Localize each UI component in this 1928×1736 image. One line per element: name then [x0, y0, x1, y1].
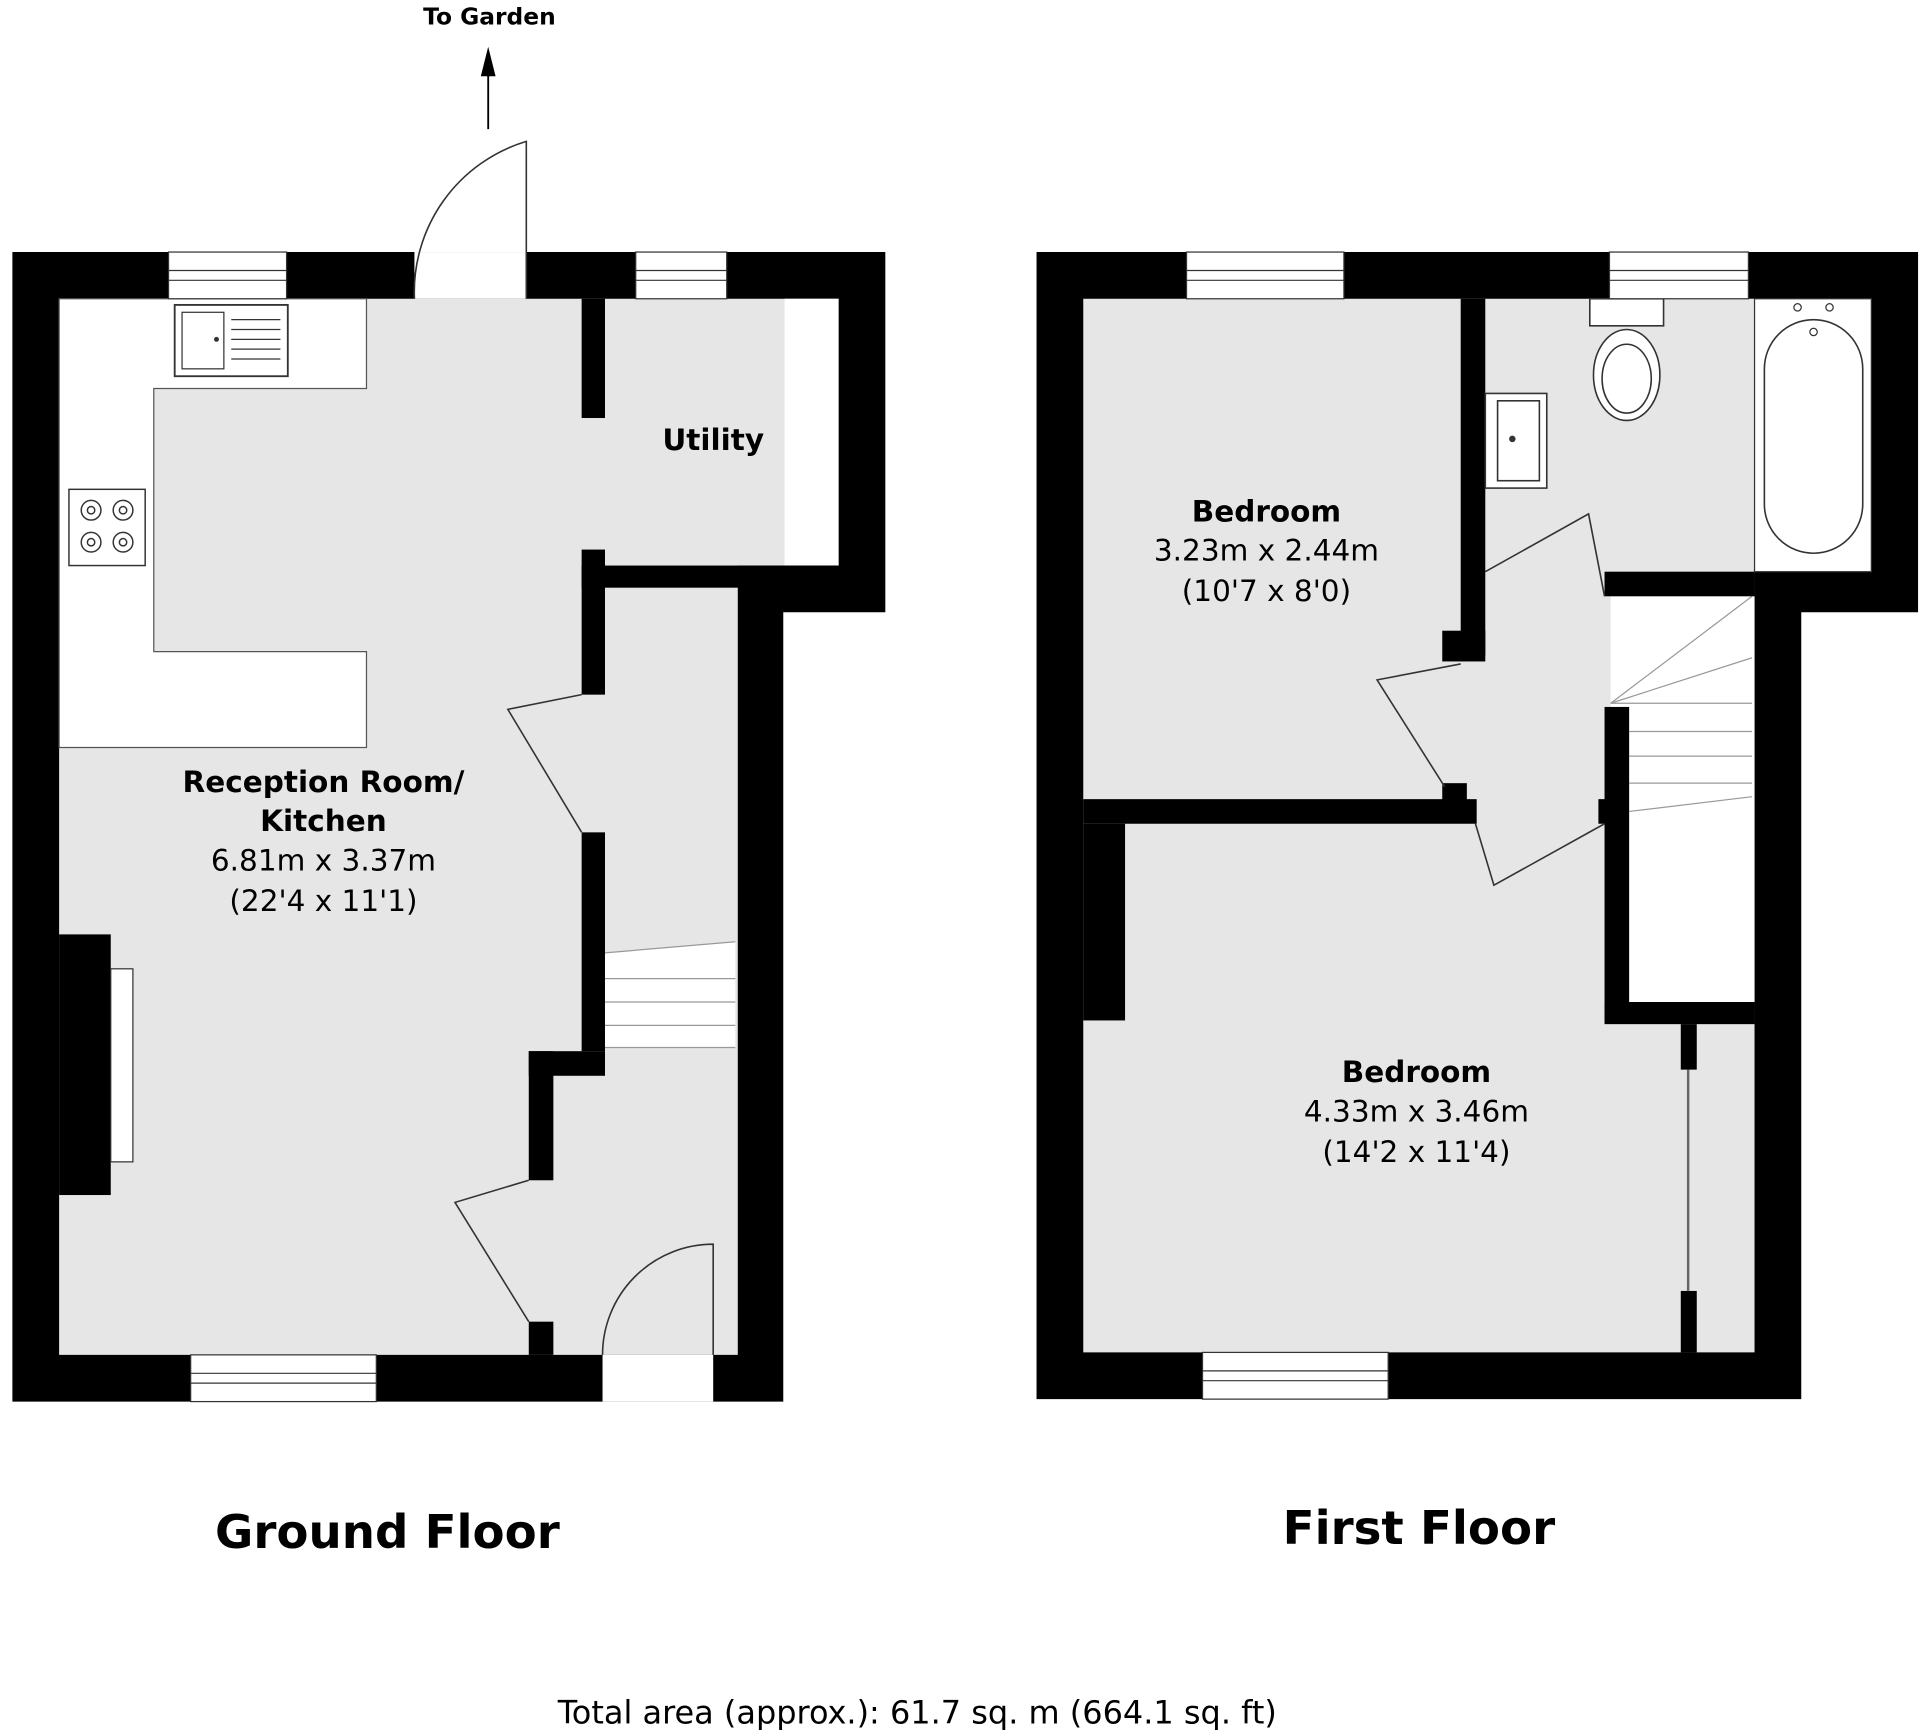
ground-floor-title: Ground Floor [215, 1506, 560, 1560]
stairs [604, 941, 736, 1049]
room-label-kitchen: Kitchen [260, 804, 387, 838]
ground-floor-area [59, 298, 839, 1355]
fireplace-hearth [110, 968, 134, 1163]
room-label-utility: Utility [662, 423, 764, 457]
back-door-opening [414, 252, 527, 299]
front-door-opening [602, 1354, 714, 1402]
total-area: Total area (approx.): 61.7 sq. m (664.1 … [557, 1694, 1277, 1732]
door-icon [1375, 512, 1606, 887]
first-internal-walls [1083, 298, 1755, 1353]
room-dimensions-imperial: (22'4 x 11'1) [229, 884, 417, 918]
first-floor-area [1083, 298, 1872, 1353]
ground-internal-walls [528, 298, 839, 1355]
garden-label: To Garden [423, 3, 556, 31]
room-dimensions-imperial: (14'2 x 11'4) [1322, 1135, 1510, 1169]
room-label-bedroom-1: Bedroom [1192, 494, 1341, 528]
ground-floor-plan: Utility Reception Room/ Kitchen 6.81m x … [12, 140, 886, 1403]
basin-icon [1484, 392, 1548, 489]
first-floor-title: First Floor [1283, 1502, 1555, 1556]
chimney-breast [59, 934, 111, 1196]
toilet-icon [1588, 297, 1665, 422]
ground-windows [167, 251, 728, 1403]
door-icon [413, 140, 528, 299]
garden-arrow-icon [480, 46, 496, 130]
hob-icon [68, 488, 146, 567]
kitchen-counter [58, 298, 368, 749]
room-label-reception: Reception Room/ [183, 765, 465, 799]
room-dimensions-metric: 6.81m x 3.37m [211, 843, 436, 877]
room-dimensions-imperial: (10'7 x 8'0) [1182, 574, 1351, 608]
sink-icon [173, 303, 289, 378]
room-dimensions-metric: 3.23m x 2.44m [1154, 534, 1379, 568]
first-windows [1185, 251, 1750, 1400]
room-label-bedroom-2: Bedroom [1342, 1055, 1491, 1089]
bath-icon [1753, 298, 1872, 573]
door-icon [453, 693, 714, 1355]
stairs [1610, 595, 1755, 1003]
utility-cupboard [784, 298, 839, 566]
room-dimensions-metric: 4.33m x 3.46m [1304, 1094, 1529, 1128]
first-floor-plan: Bedroom 3.23m x 2.44m (10'7 x 8'0) Bedro… [1036, 251, 1919, 1400]
